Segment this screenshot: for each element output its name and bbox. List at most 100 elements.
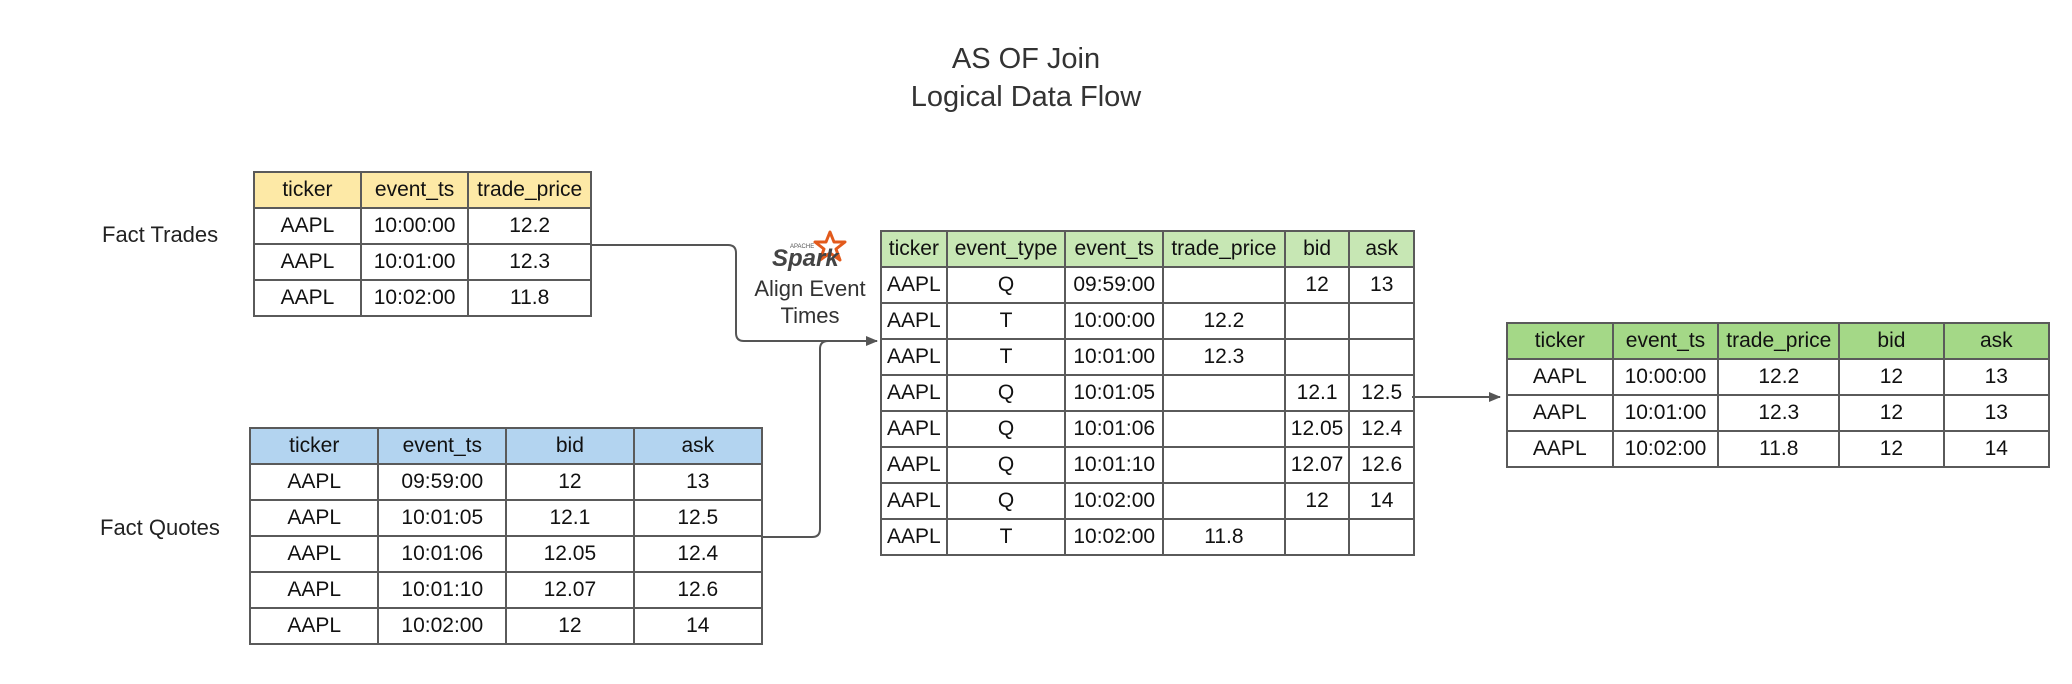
table-cell: 11.8: [1717, 430, 1841, 468]
table-cell: 14: [632, 607, 764, 645]
table-cell: 12.3: [467, 243, 592, 281]
table-cell: 12.3: [1717, 394, 1841, 432]
table-cell: Q: [945, 410, 1067, 448]
table-cell: 09:59:00: [377, 463, 508, 501]
table-cell: AAPL: [253, 243, 362, 281]
table-cell: AAPL: [248, 571, 380, 609]
spark-logo: APACHE Spark: [760, 228, 860, 292]
table-cell: AAPL: [1506, 358, 1614, 396]
table-cell: 09:59:00: [1064, 266, 1165, 304]
table-cell: [1283, 338, 1351, 376]
quotes-column-header: ticker: [248, 427, 380, 465]
table-cell: AAPL: [880, 338, 948, 376]
quotes-to-spark-connector: [763, 340, 829, 538]
quotes-column-header: bid: [505, 427, 635, 465]
table-cell: 12.3: [1162, 338, 1286, 376]
spark-logo-small: APACHE: [790, 244, 814, 250]
table-cell: 11.8: [467, 279, 592, 317]
table-cell: AAPL: [248, 463, 380, 501]
table-cell: 12.4: [1348, 410, 1415, 448]
table-cell: T: [945, 338, 1067, 376]
table-cell: 12.1: [505, 499, 635, 537]
result-column-header: ticker: [1506, 322, 1614, 360]
table-cell: 12: [1838, 358, 1945, 396]
table-cell: 12.2: [1717, 358, 1841, 396]
table-cell: [1283, 302, 1351, 340]
table-cell: AAPL: [253, 207, 362, 245]
table-cell: 14: [1348, 482, 1415, 520]
table-cell: 12.5: [1348, 374, 1415, 412]
table-cell: 12.2: [467, 207, 592, 245]
table-cell: 13: [632, 463, 764, 501]
combined-column-header: ticker: [880, 230, 948, 268]
diagram-title: AS OF Join Logical Data Flow: [836, 40, 1216, 116]
table-cell: 10:02:00: [1611, 430, 1720, 468]
table-cell: [1162, 374, 1286, 412]
table-cell: T: [945, 302, 1067, 340]
table-cell: AAPL: [880, 482, 948, 520]
fact-trades-label: Fact Trades: [102, 222, 219, 247]
table-cell: 10:00:00: [359, 207, 470, 245]
table-cell: 12: [505, 607, 635, 645]
table-cell: AAPL: [248, 535, 380, 573]
table-cell: Q: [945, 446, 1067, 484]
table-cell: 13: [1942, 394, 2051, 432]
step-label-line-2: Times: [780, 303, 840, 328]
table-cell: 13: [1942, 358, 2051, 396]
table-cell: AAPL: [1506, 430, 1614, 468]
table-cell: [1283, 518, 1351, 556]
table-cell: 10:01:10: [1064, 446, 1165, 484]
trades-column-header: trade_price: [467, 171, 592, 209]
table-cell: 12.05: [1283, 410, 1351, 448]
table-cell: 10:00:00: [1064, 302, 1165, 340]
table-cell: AAPL: [880, 518, 948, 556]
combined-column-header: ask: [1348, 230, 1415, 268]
table-cell: Q: [945, 266, 1067, 304]
table-cell: [1348, 302, 1415, 340]
result-column-header: bid: [1838, 322, 1945, 360]
table-cell: AAPL: [880, 410, 948, 448]
table-cell: 10:01:06: [1064, 410, 1165, 448]
table-cell: 10:00:00: [1611, 358, 1720, 396]
align-event-times-label: Align Event Times: [740, 275, 880, 329]
quotes-column-header: ask: [632, 427, 764, 465]
table-cell: AAPL: [880, 374, 948, 412]
combined-column-header: bid: [1283, 230, 1351, 268]
trades-column-header: event_ts: [359, 171, 470, 209]
quotes-column-header: event_ts: [377, 427, 508, 465]
table-cell: 10:02:00: [377, 607, 508, 645]
title-line-2: Logical Data Flow: [910, 81, 1142, 113]
table-cell: AAPL: [1506, 394, 1614, 432]
table-cell: T: [945, 518, 1067, 556]
table-cell: 10:01:00: [1064, 338, 1165, 376]
table-cell: AAPL: [248, 499, 380, 537]
table-cell: AAPL: [248, 607, 380, 645]
table-cell: [1162, 446, 1286, 484]
table-cell: 10:01:05: [1064, 374, 1165, 412]
combined-column-header: event_ts: [1064, 230, 1165, 268]
table-cell: 13: [1348, 266, 1415, 304]
table-cell: 10:02:00: [1064, 482, 1165, 520]
table-cell: 12: [505, 463, 635, 501]
table-cell: [1348, 518, 1415, 556]
